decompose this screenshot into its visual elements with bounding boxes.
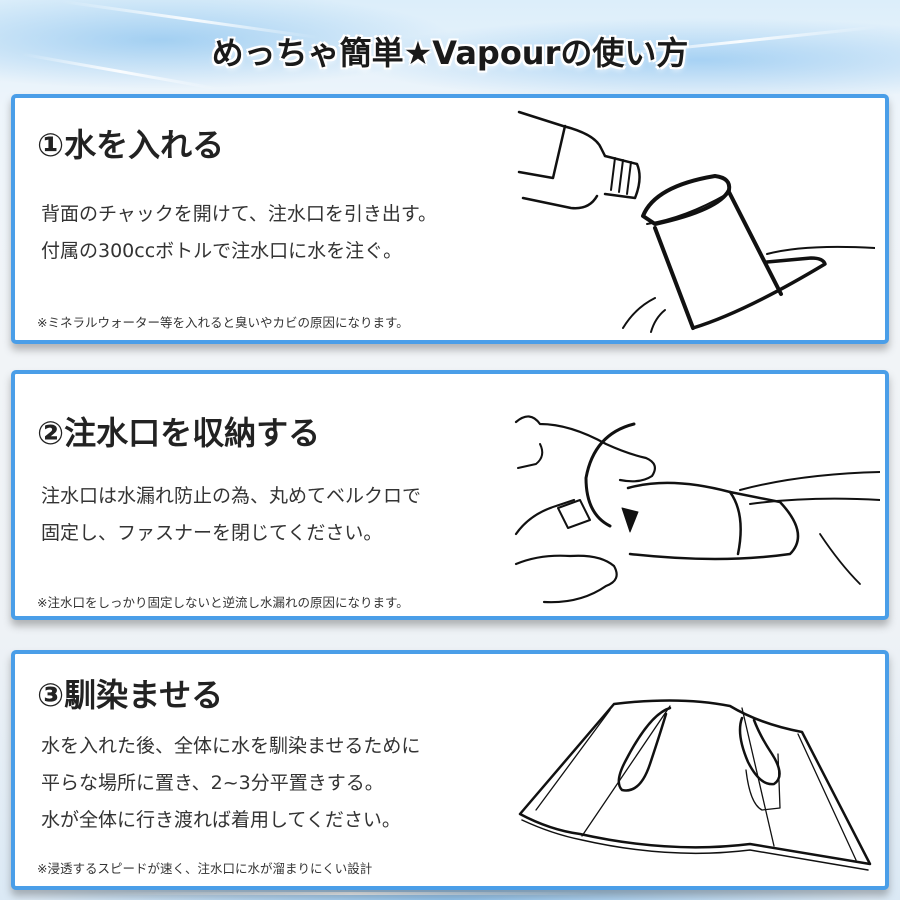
description-line: 固定し、ファスナーを閉じてください。 xyxy=(41,522,383,544)
step-note: ※注水口をしっかり固定しないと逆流し水漏れの原因になります。 xyxy=(37,595,409,610)
step-note: ※浸透するスピードが速く、注水口に水が溜まりにくい設計 xyxy=(37,861,373,876)
step-description: 水を入れた後、全体に水を馴染ませるために 平らな場所に置き、2~3分平置きする。… xyxy=(41,728,420,839)
step-panel-3: ③馴染ませる 水を入れた後、全体に水を馴染ませるために 平らな場所に置き、2~3… xyxy=(11,650,889,890)
page-title: めっちゃ簡単★Vapourの使い方 xyxy=(211,34,689,72)
step-note: ※ミネラルウォーター等を入れると臭いやカビの原因になります。 xyxy=(37,315,409,330)
step-description: 背面のチャックを開けて、注水口を引き出す。 付属の300ccボトルで注水口に水を… xyxy=(41,196,437,270)
description-line: 平らな場所に置き、2~3分平置きする。 xyxy=(41,772,384,794)
bottle-pouring-illustration xyxy=(517,110,875,333)
step-description: 注水口は水漏れ防止の為、丸めてベルクロで 固定し、ファスナーを閉じてください。 xyxy=(41,478,421,552)
description-line: 付属の300ccボトルで注水口に水を注ぐ。 xyxy=(41,240,403,262)
step-title: ①水を入れる xyxy=(37,126,225,164)
water-streak xyxy=(100,892,600,895)
description-line: 水を入れた後、全体に水を馴染ませるために xyxy=(41,735,421,757)
description-line: 注水口は水漏れ防止の為、丸めてベルクロで xyxy=(41,485,422,507)
vest-laid-flat-illustration xyxy=(518,699,872,871)
description-line: 背面のチャックを開けて、注水口を引き出す。 xyxy=(41,203,437,225)
description-line: 水が全体に行き渡れば着用してください。 xyxy=(41,809,401,831)
step-panel-2: ②注水口を収納する 注水口は水漏れ防止の為、丸めてベルクロで 固定し、ファスナー… xyxy=(11,370,889,620)
step-title: ③馴染ませる xyxy=(37,676,224,714)
hand-rolling-spout-illustration xyxy=(514,415,880,604)
step-panel-1: ①水を入れる 背面のチャックを開けて、注水口を引き出す。 付属の300ccボトル… xyxy=(11,94,889,344)
step-title: ②注水口を収納する xyxy=(37,414,321,452)
